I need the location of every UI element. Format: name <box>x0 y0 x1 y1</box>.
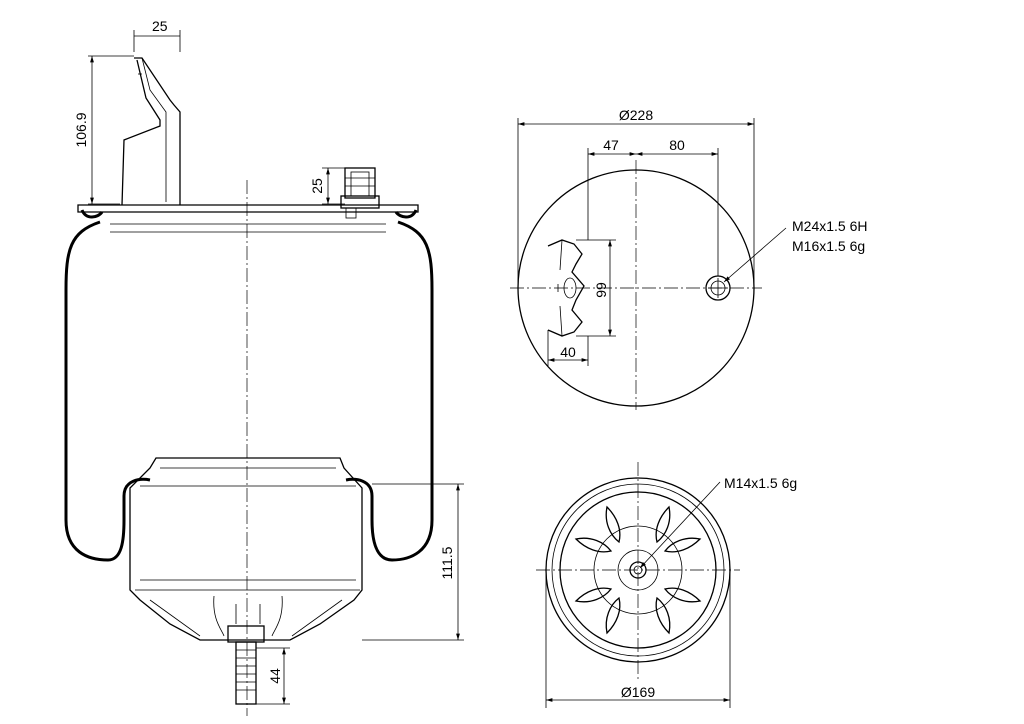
dim-top-diameter: Ø228 <box>517 107 755 288</box>
dim-piston-height: 111.5 <box>362 483 464 641</box>
mounting-bracket <box>121 57 181 206</box>
dim-fitting-height-label: 25 <box>309 178 325 194</box>
dim-piston-height-label: 111.5 <box>439 546 455 579</box>
thread-callout-top: M24x1.5 6H M16x1.5 6g <box>723 218 867 283</box>
dim-offset-right-label: 80 <box>669 137 685 153</box>
air-fitting <box>340 167 380 219</box>
dim-top-offsets: 47 80 <box>587 137 719 276</box>
dim-bracket-width-label: 25 <box>152 18 168 34</box>
dim-stud-length-label: 44 <box>267 668 283 684</box>
dim-bracket-height: 106.9 <box>73 55 134 205</box>
dim-offset-left-label: 47 <box>603 137 619 153</box>
thread-bottom-label: M14x1.5 6g <box>724 475 797 491</box>
dim-bottom-diameter-label: Ø169 <box>621 684 655 700</box>
dim-bracket-span: 99 <box>576 239 616 337</box>
dim-top-diameter-label: Ø228 <box>619 107 653 123</box>
top-bracket-profile <box>547 239 585 337</box>
stud <box>227 625 265 705</box>
thread-primary-label: M24x1.5 6H <box>792 218 867 234</box>
dim-bracket-depth-label: 40 <box>560 344 576 360</box>
dim-bracket-depth: 40 <box>547 330 589 366</box>
bottom-view: Ø169 M14x1.5 6g <box>536 462 797 708</box>
thread-callout-bottom: M14x1.5 6g <box>639 475 797 569</box>
top-view: Ø228 47 80 99 40 M24x1.5 6H M16x1.5 6g <box>510 107 867 410</box>
side-view: 25 106.9 25 111.5 44 <box>64 18 464 716</box>
dim-bracket-height-label: 106.9 <box>73 112 89 147</box>
bellows <box>64 220 434 562</box>
thread-secondary-label: M16x1.5 6g <box>792 238 865 254</box>
dim-fitting-height: 25 <box>309 167 345 205</box>
dim-bracket-width: 25 <box>133 18 181 52</box>
piston <box>129 457 363 641</box>
dim-bracket-span-label: 99 <box>593 282 609 298</box>
dim-bottom-diameter: Ø169 <box>545 570 731 708</box>
top-plate <box>77 204 419 233</box>
bottom-ribs <box>574 505 702 635</box>
dim-stud-length: 44 <box>256 647 290 705</box>
